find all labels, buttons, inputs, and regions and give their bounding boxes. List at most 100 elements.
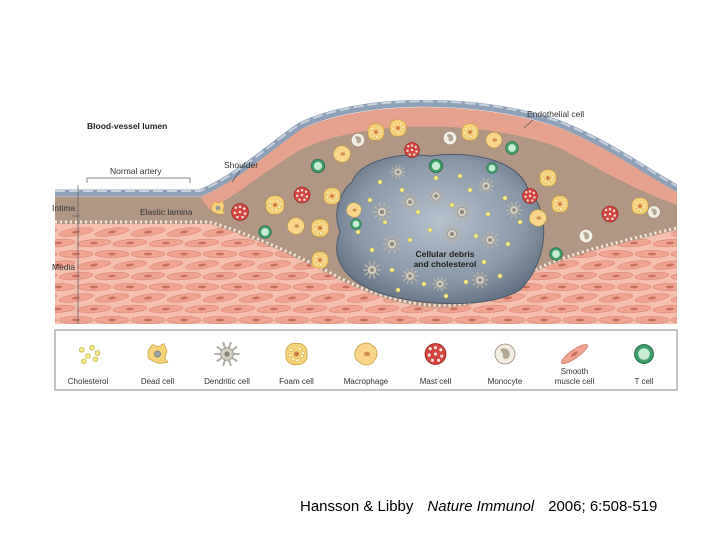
dendritic-cell-icon: [363, 261, 381, 279]
smooth-muscle-cell: [55, 238, 76, 248]
legend-label: Macrophage: [344, 377, 389, 386]
smooth-muscle-cell: [670, 316, 677, 324]
smooth-muscle-cell: [634, 293, 670, 303]
dendritic-cell-icon: [477, 177, 495, 195]
smooth-muscle-cell: [202, 293, 238, 303]
cholesterol-dot: [443, 293, 449, 299]
smooth-muscle-cell: [598, 250, 634, 258]
smooth-muscle-cell: [418, 316, 454, 324]
foam-cell-icon: [539, 169, 557, 187]
smooth-muscle-cell: [76, 238, 112, 248]
smooth-muscle-cell: [256, 304, 292, 314]
smooth-muscle-cell: [112, 238, 148, 248]
smooth-muscle-cell: [238, 316, 274, 324]
smooth-muscle-cell: [274, 316, 310, 324]
smooth-muscle-cell: [598, 271, 634, 281]
smooth-muscle-cell: [94, 293, 130, 303]
smooth-muscle-cell: [55, 271, 58, 281]
smooth-muscle-cap: [200, 107, 677, 210]
smooth-muscle-cell: [130, 316, 166, 324]
necrotic-core: [336, 153, 545, 304]
legend-label: Smooth: [561, 367, 589, 376]
cholesterol-icon: [78, 344, 101, 365]
smooth-muscle-cell: [544, 304, 580, 314]
legend-label: Monocyte: [488, 377, 523, 386]
smooth-muscle-cell: [130, 250, 166, 258]
smooth-muscle-cell: [94, 227, 130, 237]
smooth-muscle-cell: [544, 283, 580, 291]
smooth-muscle-cell: [55, 283, 76, 291]
smooth-muscle-cell: [55, 304, 76, 314]
smooth-muscle-cell: [220, 260, 256, 270]
smooth-muscle-cell: [238, 293, 274, 303]
smooth-muscle-cell: [94, 316, 130, 324]
dendritic-cell-icon: [401, 193, 419, 211]
foam-cell-icon: [265, 195, 285, 215]
t-cell-icon: [350, 218, 362, 230]
smooth-muscle-cell: [310, 293, 346, 303]
cholesterol-dot: [355, 229, 361, 235]
cholesterol-crystals: [355, 173, 523, 299]
mast-cell-icon: [404, 142, 420, 158]
smooth-muscle-cell: [55, 317, 58, 323]
smooth-muscle-cell: [130, 293, 166, 303]
smooth-muscle-cell: [58, 271, 94, 281]
smooth-muscle-cell: [76, 304, 112, 314]
smooth-muscle-cell: [148, 260, 184, 270]
macrophage-icon: [287, 217, 305, 235]
smooth-muscle-cell: [166, 316, 202, 324]
blood-vessel-lumen-label: Blood-vessel lumen: [87, 121, 167, 131]
monocyte-icon: [647, 205, 661, 219]
t-cell-icon: [634, 344, 654, 364]
elastic-lamina-label: Elastic lamina: [140, 207, 193, 217]
cholesterol-dot: [517, 219, 523, 225]
mast-cell-icon: [293, 186, 311, 204]
smooth-muscle-cell: [58, 250, 94, 258]
smooth-muscle-cell: [580, 304, 616, 314]
smooth-muscle-cell: [616, 260, 652, 270]
smooth-muscle-cell: [490, 293, 526, 303]
dendritic-cell-icon: [390, 164, 406, 180]
smooth-muscle-cell: [112, 283, 148, 291]
citation-ref: 2006; 6:508-519: [548, 498, 658, 515]
dendritic-cell-icon: [382, 234, 402, 254]
smooth-muscle-cell: [292, 304, 328, 314]
endothelial-cell-label: Endothelial cell: [527, 109, 584, 119]
macrophage-icon: [485, 131, 503, 149]
smooth-muscle-cell: [184, 238, 220, 248]
smooth-muscle-cell: [148, 304, 184, 314]
cholesterol-dot: [369, 247, 375, 253]
dendritic-cell-icon: [372, 202, 392, 222]
smooth-muscle-cell: [148, 238, 184, 248]
smooth-muscle-cell: [166, 227, 202, 237]
smooth-muscle-cell: [670, 250, 677, 258]
mast-cell-icon: [231, 203, 249, 221]
legend-label: Dead cell: [141, 377, 175, 386]
smooth-muscle-cell: [274, 271, 310, 281]
smooth-muscle-cell: [166, 293, 202, 303]
dendritic-cell-icon: [214, 341, 240, 367]
smooth-muscle-cell: [526, 316, 562, 324]
foam-cell-icon: [311, 251, 329, 269]
cholesterol-dot: [433, 175, 439, 181]
macrophage-icon: [346, 202, 362, 218]
smooth-muscle-cell: [256, 260, 292, 270]
smooth-muscle-cell: [346, 316, 382, 324]
media-label: Media: [52, 262, 75, 272]
cholesterol-dot: [467, 187, 473, 193]
smooth-muscle-cell: [238, 250, 274, 258]
smooth-muscle-cell: [634, 316, 670, 324]
smooth-muscle-cell: [472, 304, 508, 314]
smooth-muscle-cell: [652, 283, 677, 291]
smooth-muscle-cell: [562, 316, 598, 324]
t-cell-icon: [310, 158, 326, 174]
smooth-muscle-cell: [364, 304, 400, 314]
mast-cell-icon: [424, 343, 447, 365]
smooth-muscle-cell: [454, 316, 490, 324]
smooth-muscle-cell: [184, 304, 220, 314]
smooth-muscle-cell: [580, 283, 616, 291]
smooth-muscle-cell: [112, 304, 148, 314]
